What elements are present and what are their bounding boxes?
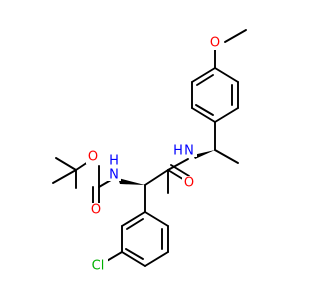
bond-ring2-d-inner bbox=[125, 248, 144, 260]
chlorine-label: Cl bbox=[92, 259, 105, 274]
bond-ring2-a bbox=[144, 211, 169, 227]
amide-nitrogen-label: N bbox=[184, 144, 194, 159]
bond-ring1-c bbox=[214, 107, 239, 123]
bond-ring1-d bbox=[191, 107, 216, 123]
methoxy-oxygen-label: O bbox=[210, 36, 220, 51]
bond-layer bbox=[52, 29, 247, 267]
carbamate-carbonyl-oxygen-label: O bbox=[91, 203, 101, 218]
bond-ring2-f-inner bbox=[126, 218, 144, 230]
carbamate-carbonyl-oxygen-atom: O bbox=[89, 203, 103, 218]
bond-carbamate-n-c bbox=[98, 179, 112, 188]
bond-tbu-c-m2 bbox=[52, 169, 77, 184]
bond-ring1-f-inner bbox=[196, 74, 214, 86]
bond-methyl-o bbox=[224, 29, 247, 43]
bond-ring2-c bbox=[144, 251, 169, 267]
amide-oxygen-label: O bbox=[184, 176, 194, 191]
bond-ring1-f bbox=[191, 67, 216, 83]
chlorine-atom: Cl bbox=[88, 258, 108, 274]
amide-oxygen-atom: O bbox=[182, 176, 196, 191]
carbamate-nh-atom: H N bbox=[107, 153, 121, 183]
bond-amide-c-o-2b bbox=[170, 164, 190, 177]
bond-amide-c-alpha bbox=[144, 169, 169, 186]
bond-ring2-f bbox=[121, 211, 146, 227]
bond-ring1-a bbox=[214, 67, 239, 83]
carbamate-ester-oxygen-label: O bbox=[88, 150, 98, 165]
bond-amide-n-c bbox=[167, 158, 189, 171]
wedge-carbamate-nh bbox=[118, 178, 145, 185]
bond-tbu-c-m1 bbox=[55, 157, 77, 171]
molecule-structure: O H N O H N O O Cl bbox=[52, 29, 247, 274]
carbamate-hydrogen-label: H bbox=[109, 154, 119, 169]
carbamate-ester-oxygen-atom: O bbox=[86, 150, 100, 165]
amide-hydrogen-label: H bbox=[173, 144, 183, 159]
wedge-amide-nh bbox=[193, 150, 215, 159]
bond-ring1-d-inner bbox=[195, 104, 214, 116]
bond-ch-methyl bbox=[214, 149, 239, 164]
atom-label-layer: O H N O H N O O Cl bbox=[86, 36, 222, 274]
methoxy-oxygen-atom: O bbox=[208, 36, 222, 51]
carbamate-nitrogen-label: N bbox=[109, 168, 119, 183]
amide-nh-atom: H N bbox=[171, 143, 197, 159]
bond-ring2-d bbox=[121, 251, 146, 267]
